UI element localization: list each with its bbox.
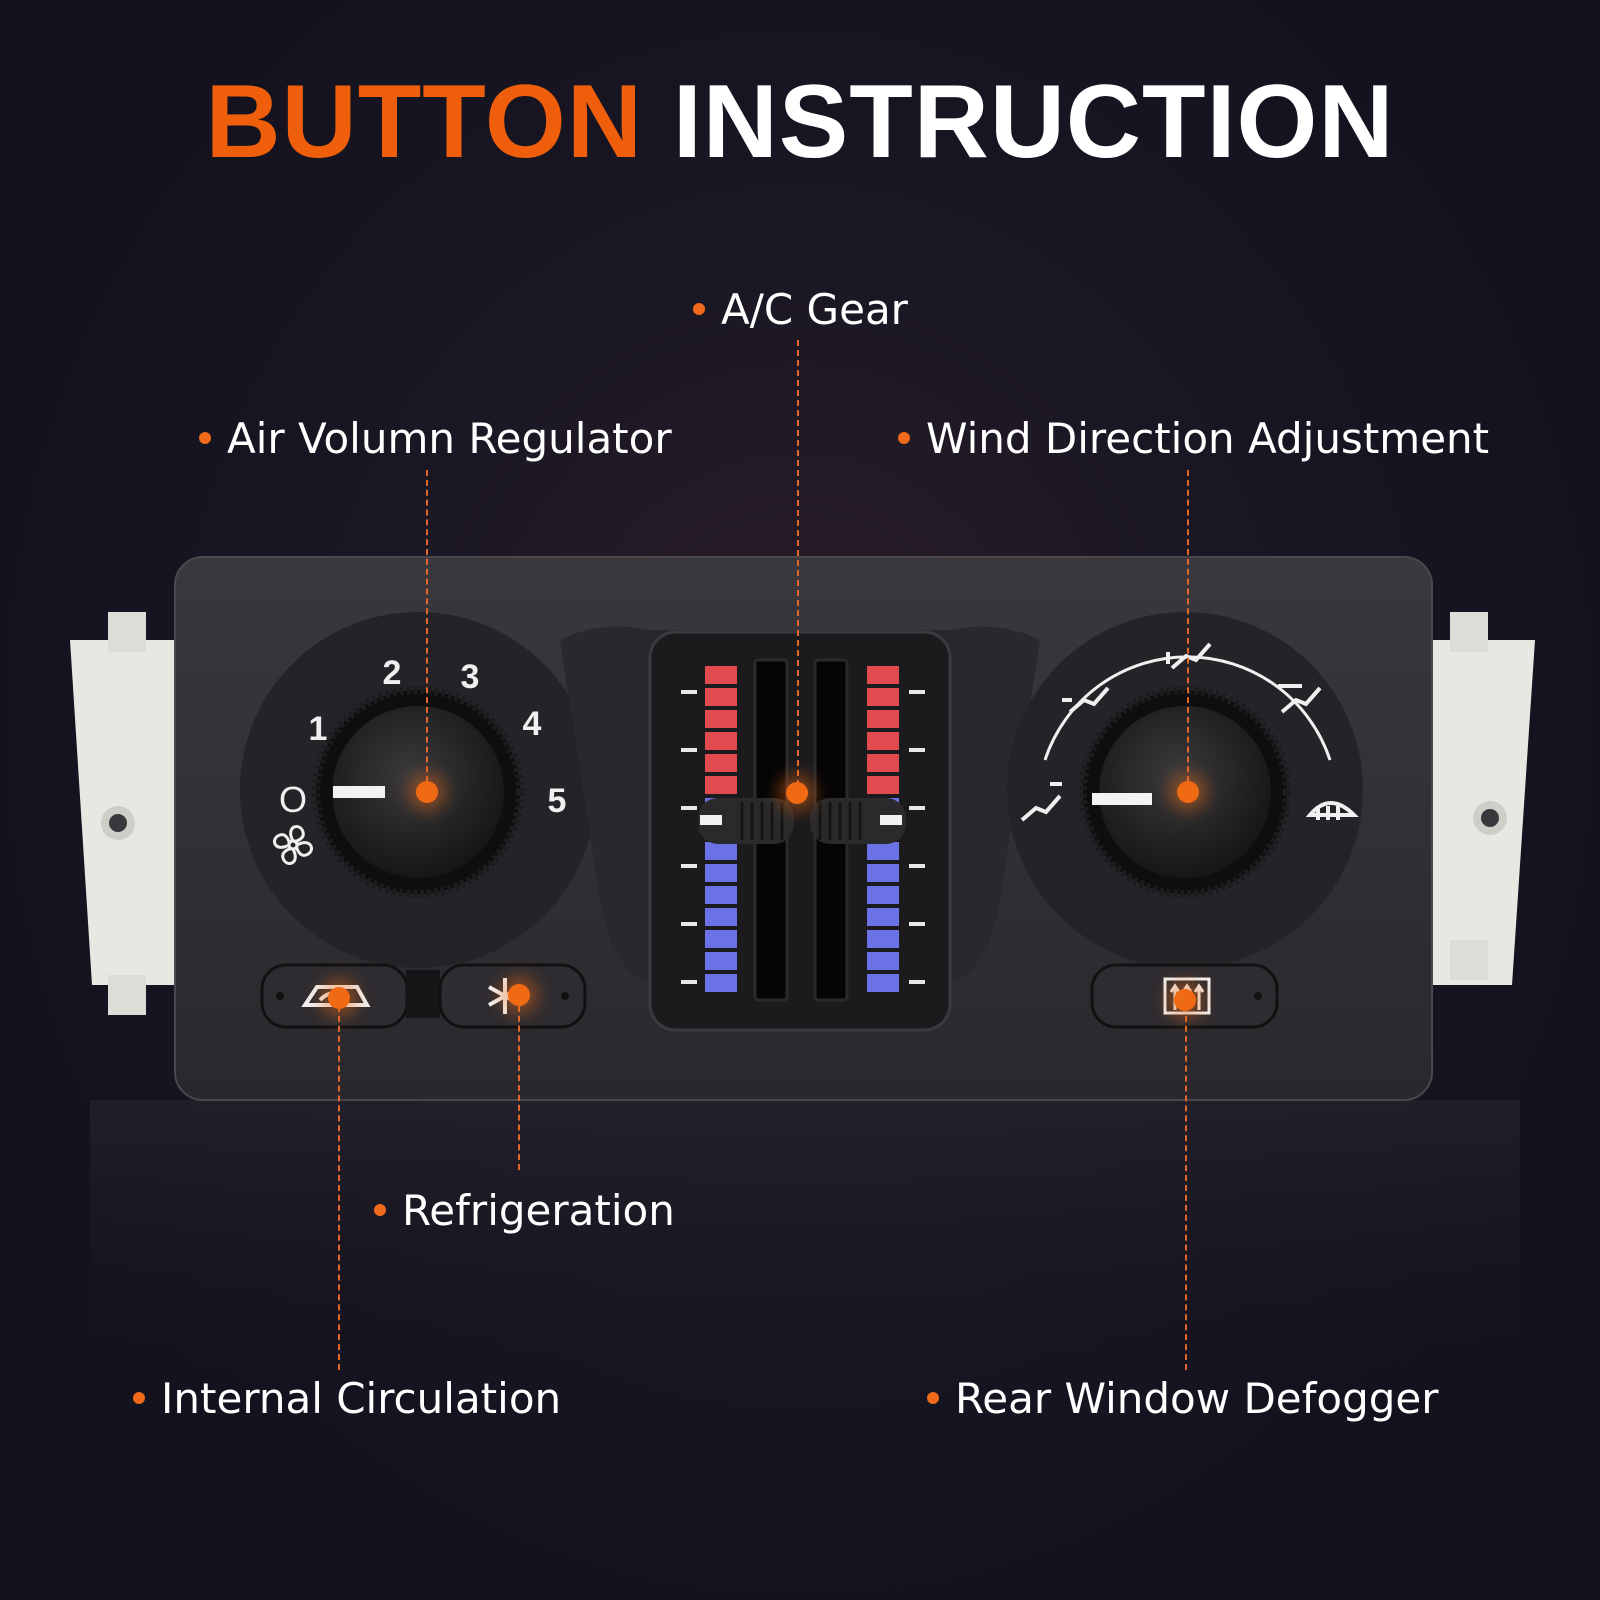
level-bar-segment (867, 930, 899, 948)
title-main: INSTRUCTION (672, 64, 1395, 180)
level-bar-segment (705, 710, 737, 728)
scale-tick (681, 922, 697, 926)
level-bar-segment (867, 710, 899, 728)
rear-defogger-hotspot (1174, 989, 1196, 1011)
label-rear-defogger-text: Rear Window Defogger (955, 1374, 1439, 1423)
label-air-volume-text: Air Volumn Regulator (227, 414, 672, 463)
bullet-icon (898, 431, 910, 444)
bullet-icon (374, 1203, 386, 1216)
level-bar-segment (867, 864, 899, 882)
label-refrigeration-text: Refrigeration (402, 1186, 675, 1235)
wind-direction-hotspot (1177, 781, 1199, 803)
level-bar-segment (705, 842, 737, 860)
scale-tick (681, 748, 697, 752)
level-bar-segment (867, 688, 899, 706)
level-bar-segment (867, 974, 899, 992)
level-bar-segment (705, 908, 737, 926)
vent-face-icon (1020, 782, 1062, 822)
level-bar-segment (867, 908, 899, 926)
scale-tick (909, 690, 925, 694)
bullet-icon (927, 1391, 939, 1404)
label-ac-gear-text: A/C Gear (721, 285, 908, 334)
label-internal-circulation-text: Internal Circulation (161, 1374, 562, 1423)
internal-circulation-hotspot (328, 987, 350, 1009)
scale-tick (909, 748, 925, 752)
right-mounting-bracket (1425, 612, 1535, 985)
scale-tick (909, 922, 925, 926)
wind-direction-leader (1187, 470, 1189, 792)
mode-knob-indicator (1092, 793, 1152, 805)
level-bar-segment (705, 732, 737, 750)
ac-gear-leader (797, 340, 799, 786)
level-bar-segment (867, 732, 899, 750)
fan-knob-indicator (333, 786, 385, 798)
defrost-icon (1305, 801, 1359, 820)
scale-tick (681, 980, 697, 984)
level-bar-segment (705, 776, 737, 794)
level-bar-segment (705, 864, 737, 882)
vent-floor-defrost-icon (1278, 684, 1322, 714)
right-temperature-slider[interactable] (810, 798, 906, 844)
button-divider (406, 970, 440, 1018)
ac-gear-hotspot (786, 782, 808, 804)
scale-tick (681, 864, 697, 868)
level-bar-segment (705, 666, 737, 684)
air-volume-hotspot (416, 781, 438, 803)
level-bar-segment (705, 886, 737, 904)
vent-floor-icon (1166, 642, 1212, 670)
label-internal-circulation: Internal Circulation (133, 1378, 561, 1420)
level-bar-segment (705, 754, 737, 772)
label-wind-direction-text: Wind Direction Adjustment (926, 414, 1490, 463)
label-wind-direction: Wind Direction Adjustment (898, 418, 1489, 460)
label-rear-defogger: Rear Window Defogger (927, 1378, 1439, 1420)
scale-tick (909, 806, 925, 810)
bullet-icon (693, 302, 705, 315)
fan-level-5: 5 (548, 782, 567, 820)
left-temperature-slider[interactable] (698, 798, 794, 844)
level-bar-segment (867, 776, 899, 794)
label-refrigeration: Refrigeration (374, 1190, 675, 1232)
air-volume-leader (426, 470, 428, 792)
level-bar-segment (705, 688, 737, 706)
scale-tick (681, 690, 697, 694)
rear-defrost-icon (1163, 977, 1211, 1015)
level-bar-segment (867, 886, 899, 904)
fan-level-1: 1 (309, 710, 328, 748)
left-mounting-bracket (70, 612, 175, 1015)
label-air-volume: Air Volumn Regulator (199, 418, 672, 460)
scale-tick (909, 864, 925, 868)
level-bar-segment (705, 974, 737, 992)
bullet-icon (133, 1391, 145, 1404)
refrigeration-hotspot (508, 984, 530, 1006)
fan-level-3: 3 (461, 658, 480, 696)
fan-icon (273, 825, 313, 865)
fan-level-4: 4 (523, 705, 542, 743)
level-bar-segment (867, 952, 899, 970)
page-title: BUTTON INSTRUCTION (0, 70, 1600, 174)
level-bar-segment (705, 930, 737, 948)
refrigeration-leader (518, 996, 520, 1170)
level-bar-segment (867, 842, 899, 860)
title-highlight: BUTTON (205, 64, 643, 180)
bullet-icon (199, 431, 211, 444)
vent-bilevel-icon (1062, 686, 1110, 714)
scale-tick (681, 806, 697, 810)
level-bar-segment (867, 666, 899, 684)
rear-defogger-leader (1185, 996, 1187, 1370)
panel-reflection (90, 1100, 1520, 1400)
level-bar-segment (705, 952, 737, 970)
label-ac-gear: A/C Gear (693, 289, 908, 331)
internal-circulation-leader (338, 996, 340, 1370)
level-bar-segment (867, 754, 899, 772)
fan-level-0: O (279, 779, 307, 820)
scale-tick (909, 980, 925, 984)
fan-level-2: 2 (383, 654, 402, 692)
